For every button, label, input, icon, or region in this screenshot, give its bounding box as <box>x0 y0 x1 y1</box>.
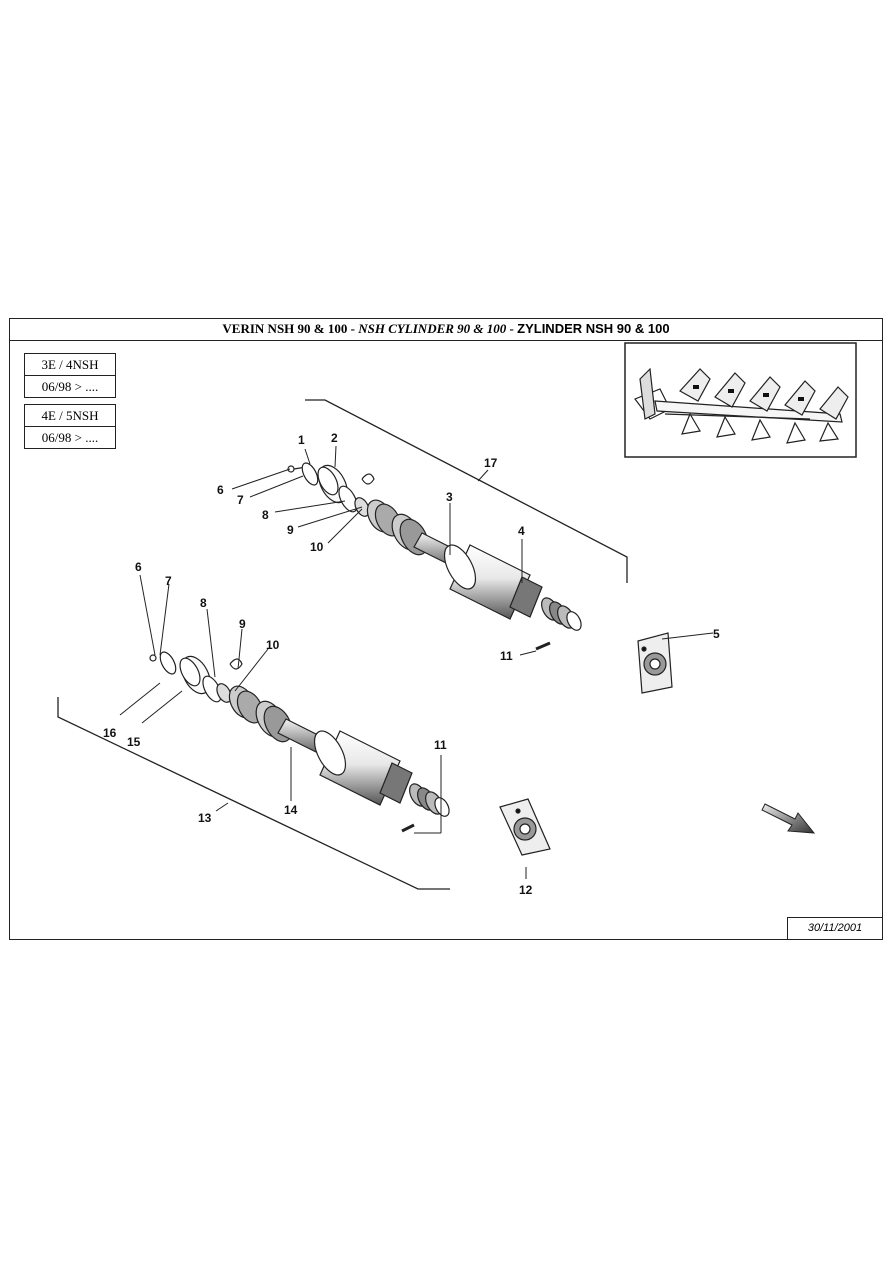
sheet-title: VERIN NSH 90 & 100 - NSH CYLINDER 90 & 1… <box>10 319 882 341</box>
serial-label: 06/98 > .... <box>25 426 115 448</box>
date-stamp: 30/11/2001 <box>787 917 882 939</box>
callout-11: 11 <box>434 738 447 752</box>
callout-4: 4 <box>518 524 525 538</box>
cylinder-assembly-lower <box>149 651 450 833</box>
serial-label: 06/98 > .... <box>25 375 115 397</box>
callout-9: 9 <box>239 617 246 631</box>
model-label: 3E / 4NSH <box>41 357 99 372</box>
exploded-diagram: 1 2 6 7 8 9 10 3 4 17 11 5 6 7 8 9 10 16… <box>57 342 857 897</box>
callout-9: 9 <box>287 523 294 537</box>
callout-7: 7 <box>165 574 172 588</box>
mounting-plate-lower <box>499 798 551 856</box>
plough-thumbnail-icon <box>624 342 857 458</box>
title-en: NSH CYLINDER 90 & 100 <box>358 321 507 336</box>
callout-5: 5 <box>713 627 720 641</box>
model-box-2: 4E / 5NSH 06/98 > .... <box>24 404 116 449</box>
callout-8: 8 <box>200 596 207 610</box>
title-separator: - <box>506 321 518 336</box>
callout-10: 10 <box>266 638 280 652</box>
title-separator: - <box>347 321 359 336</box>
callout-3: 3 <box>446 490 453 504</box>
callouts-lower: 6 7 8 9 10 16 15 13 14 11 12 <box>103 560 533 897</box>
callout-11: 11 <box>500 649 513 663</box>
callout-6: 6 <box>135 560 142 574</box>
callout-17: 17 <box>484 456 498 470</box>
mounting-plate-upper <box>637 632 673 694</box>
callout-14: 14 <box>284 803 298 817</box>
bracket-lower <box>57 697 450 890</box>
callout-12: 12 <box>519 883 533 897</box>
callout-1: 1 <box>298 433 305 447</box>
model-label: 4E / 5NSH <box>41 408 99 423</box>
callout-7: 7 <box>237 493 244 507</box>
title-de: ZYLINDER NSH 90 & 100 <box>517 321 670 336</box>
callout-13: 13 <box>198 811 212 825</box>
model-box-1: 3E / 4NSH 06/98 > .... <box>24 353 116 398</box>
callout-10: 10 <box>310 540 324 554</box>
parts-sheet: VERIN NSH 90 & 100 - NSH CYLINDER 90 & 1… <box>9 318 883 940</box>
direction-arrow-icon <box>761 803 816 834</box>
title-fr: VERIN NSH 90 & 100 <box>222 321 348 336</box>
callout-15: 15 <box>127 735 141 749</box>
callout-2: 2 <box>331 431 338 445</box>
callout-6: 6 <box>217 483 224 497</box>
leader-lines <box>119 445 714 879</box>
bracket-upper <box>305 399 628 583</box>
cylinder-assembly-upper <box>287 462 582 651</box>
callout-16: 16 <box>103 726 117 740</box>
callout-8: 8 <box>262 508 269 522</box>
callouts-upper: 1 2 6 7 8 9 10 3 4 17 11 5 <box>217 431 720 663</box>
